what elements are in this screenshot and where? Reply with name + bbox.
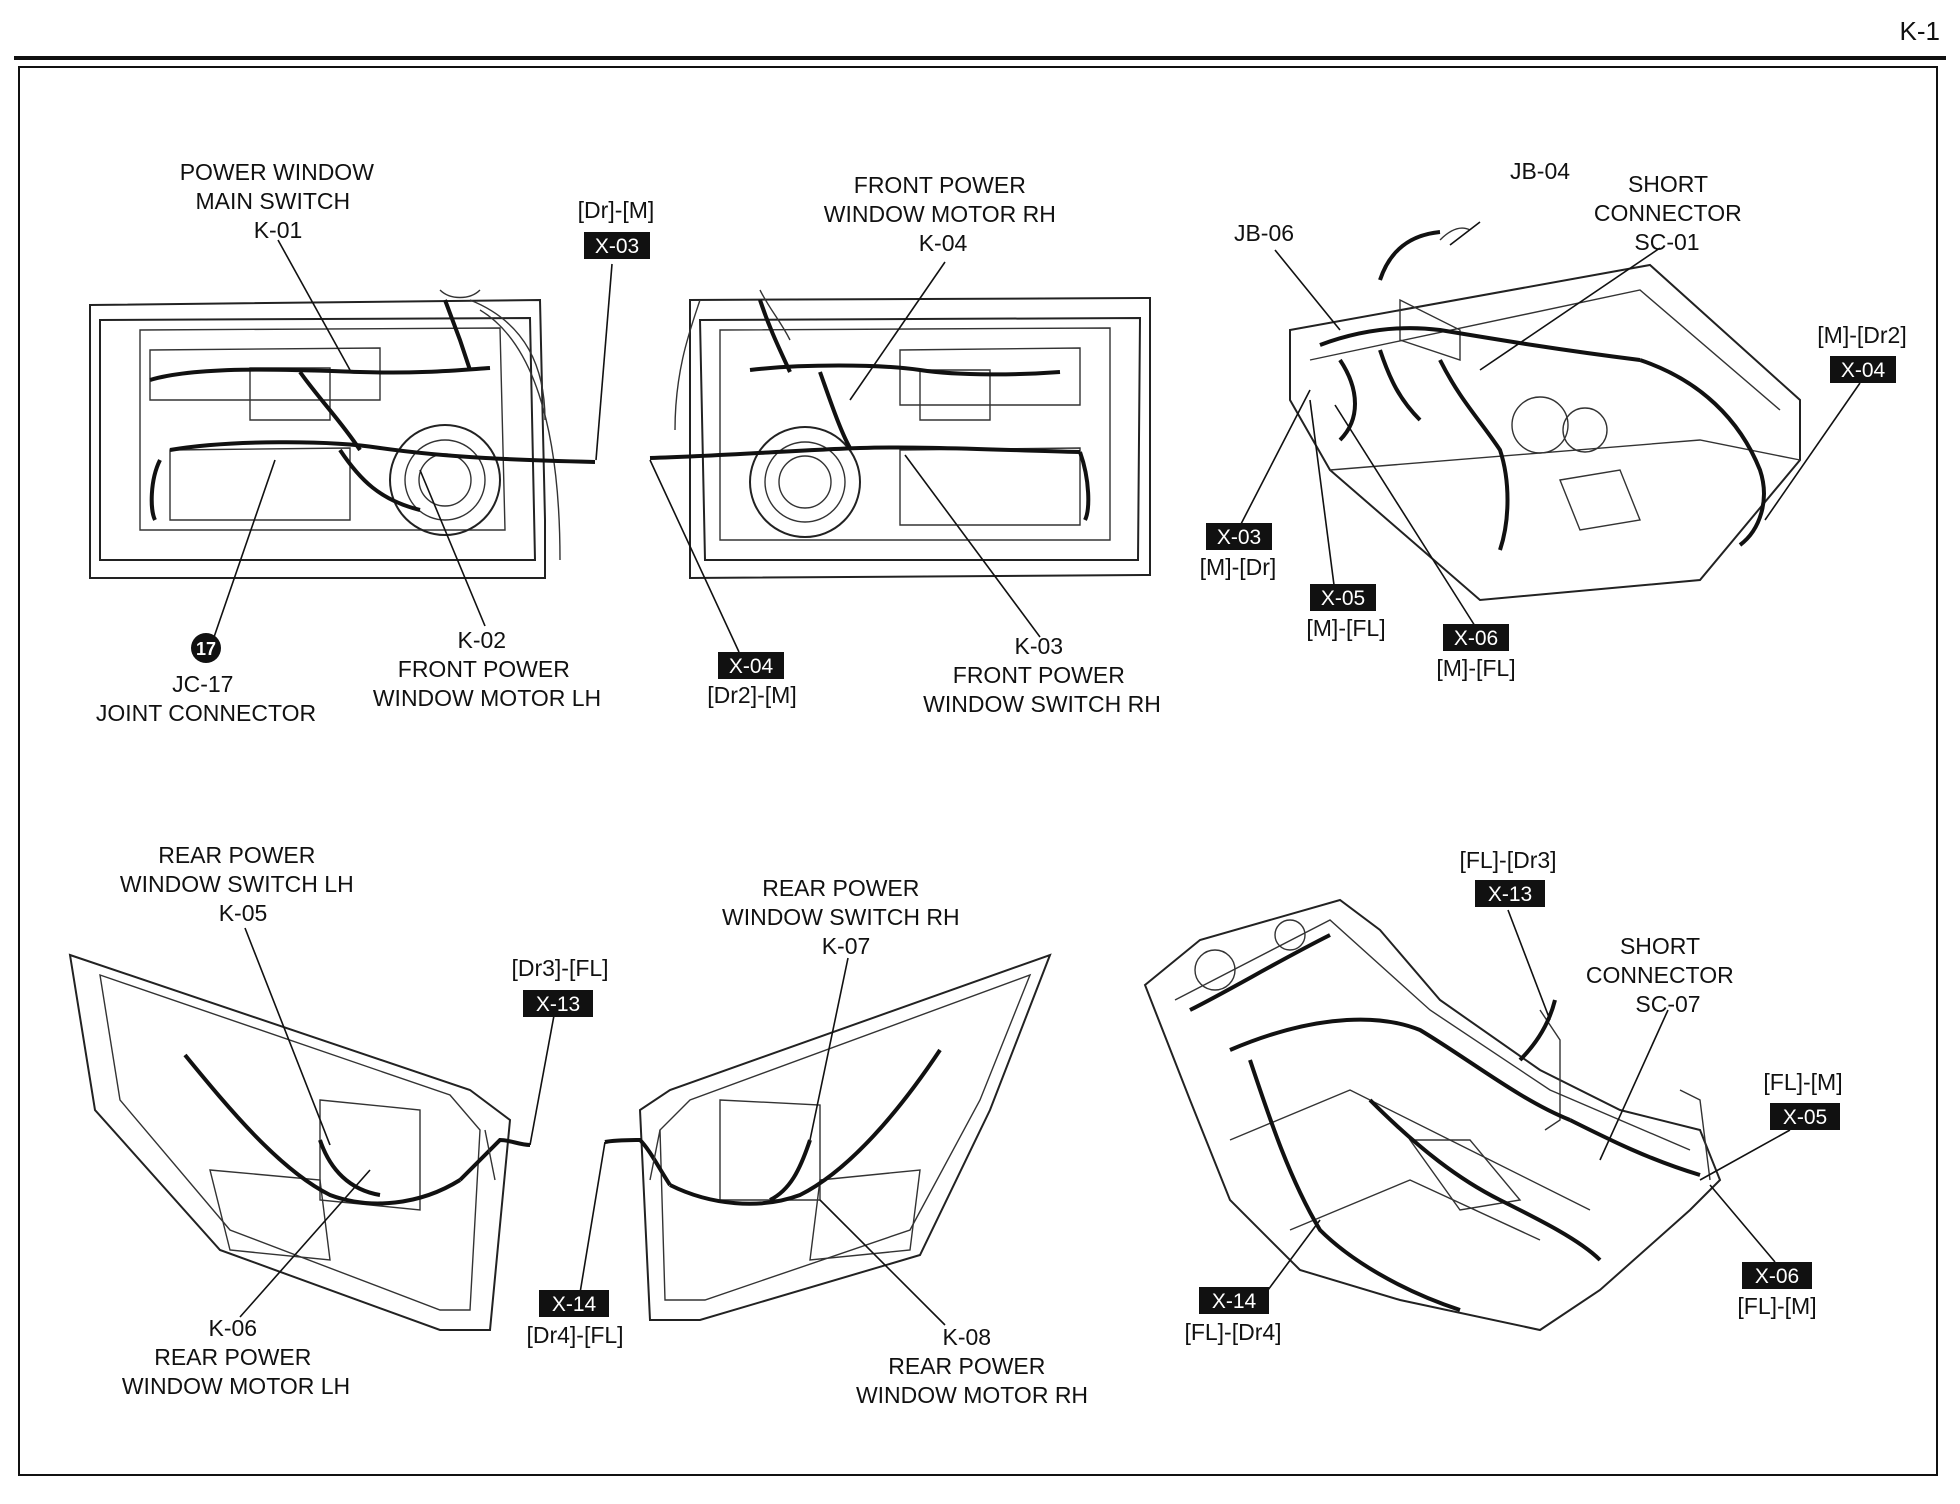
floor-harness-illustration: [1143, 898, 1722, 1332]
joint-connector-badge: 17: [191, 633, 221, 663]
svg-text:X-04: X-04: [1841, 359, 1886, 382]
connector-tag-x13-rear: [Dr3]-[FL] X-13: [511, 955, 609, 1017]
connector-tag-x05-floor: [FL]-[M] X-05: [1763, 1069, 1843, 1130]
svg-text:[M]-[FL]: [M]-[FL]: [1306, 615, 1385, 641]
sc07-label: SHORT CONNECTOR SC-07: [1586, 933, 1740, 1017]
svg-text:X-06: X-06: [1454, 627, 1498, 650]
connector-tag-x13-floor: [FL]-[Dr3] X-13: [1459, 847, 1557, 907]
svg-text:X-04: X-04: [729, 655, 774, 678]
connector-tag-x06-dash: X-06 [M]-[FL]: [1436, 624, 1516, 681]
connector-tag-x03-dash: X-03 [M]-[Dr]: [1200, 523, 1277, 580]
jc17-label: JC-17 JOINT CONNECTOR: [96, 671, 316, 726]
k06-label: K-06 REAR POWER WINDOW MOTOR LH: [122, 1315, 350, 1399]
connector-tag-x04-door: X-04 [Dr2]-[M]: [707, 652, 797, 708]
header-rule: [14, 56, 1946, 60]
svg-text:X-14: X-14: [552, 1293, 597, 1316]
svg-text:[M]-[Dr2]: [M]-[Dr2]: [1817, 322, 1906, 348]
svg-text:X-03: X-03: [1217, 526, 1261, 549]
svg-text:[M]-[FL]: [M]-[FL]: [1436, 655, 1515, 681]
k05-label: REAR POWER WINDOW SWITCH LH K-05: [120, 842, 360, 926]
svg-text:X-13: X-13: [1488, 883, 1532, 906]
svg-text:[Dr]-[M]: [Dr]-[M]: [578, 197, 655, 223]
sc01-label: SHORT CONNECTOR SC-01: [1594, 171, 1748, 255]
svg-text:[Dr3]-[FL]: [Dr3]-[FL]: [511, 955, 608, 981]
svg-text:[Dr2]-[M]: [Dr2]-[M]: [707, 682, 796, 708]
k03-label: K-03 FRONT POWER WINDOW SWITCH RH: [923, 633, 1161, 717]
svg-text:[M]-[Dr]: [M]-[Dr]: [1200, 554, 1277, 580]
svg-text:[Dr4]-[FL]: [Dr4]-[FL]: [526, 1322, 623, 1348]
connector-tag-x03-door: [Dr]-[M] X-03: [578, 197, 655, 259]
svg-text:X-14: X-14: [1212, 1290, 1257, 1313]
connector-tag-x14-rear: X-14 [Dr4]-[FL]: [526, 1290, 624, 1348]
svg-text:X-06: X-06: [1755, 1265, 1799, 1288]
svg-text:[FL]-[M]: [FL]-[M]: [1763, 1069, 1842, 1095]
dashboard-harness-illustration: [1289, 227, 1801, 602]
k02-label: K-02 FRONT POWER WINDOW MOTOR LH: [373, 627, 601, 711]
svg-text:[FL]-[Dr4]: [FL]-[Dr4]: [1184, 1319, 1281, 1345]
page-number: K-1: [1899, 16, 1940, 46]
rear-right-door-illustration: [604, 953, 1052, 1321]
k04-label: FRONT POWER WINDOW MOTOR RH K-04: [824, 172, 1063, 256]
svg-text:[FL]-[Dr3]: [FL]-[Dr3]: [1459, 847, 1556, 873]
connector-tag-x06-floor: X-06 [FL]-[M]: [1737, 1262, 1817, 1319]
front-right-door-illustration: [649, 289, 1151, 580]
front-left-door-illustration: [89, 289, 596, 579]
k01-label: POWER WINDOW MAIN SWITCH K-01: [180, 159, 381, 243]
k08-label: K-08 REAR POWER WINDOW MOTOR RH: [856, 1324, 1088, 1408]
svg-text:X-13: X-13: [536, 993, 580, 1016]
jb06-label: JB-06: [1234, 220, 1294, 246]
k07-label: REAR POWER WINDOW SWITCH RH K-07: [722, 875, 966, 959]
jb04-label: JB-04: [1510, 158, 1570, 184]
rear-left-door-illustration: [68, 953, 531, 1331]
svg-text:17: 17: [196, 639, 216, 659]
diagram-frame: [18, 66, 1938, 1476]
connector-tag-x04-dash: [M]-[Dr2] X-04: [1817, 322, 1907, 383]
leader-lines: [212, 221, 1861, 1326]
connector-tag-x14-floor: X-14 [FL]-[Dr4]: [1184, 1287, 1282, 1345]
svg-text:X-03: X-03: [595, 235, 639, 258]
svg-text:X-05: X-05: [1783, 1106, 1827, 1129]
connector-tag-x05-dash: X-05 [M]-[FL]: [1306, 584, 1386, 641]
svg-text:[FL]-[M]: [FL]-[M]: [1737, 1293, 1816, 1319]
svg-text:X-05: X-05: [1321, 587, 1365, 610]
